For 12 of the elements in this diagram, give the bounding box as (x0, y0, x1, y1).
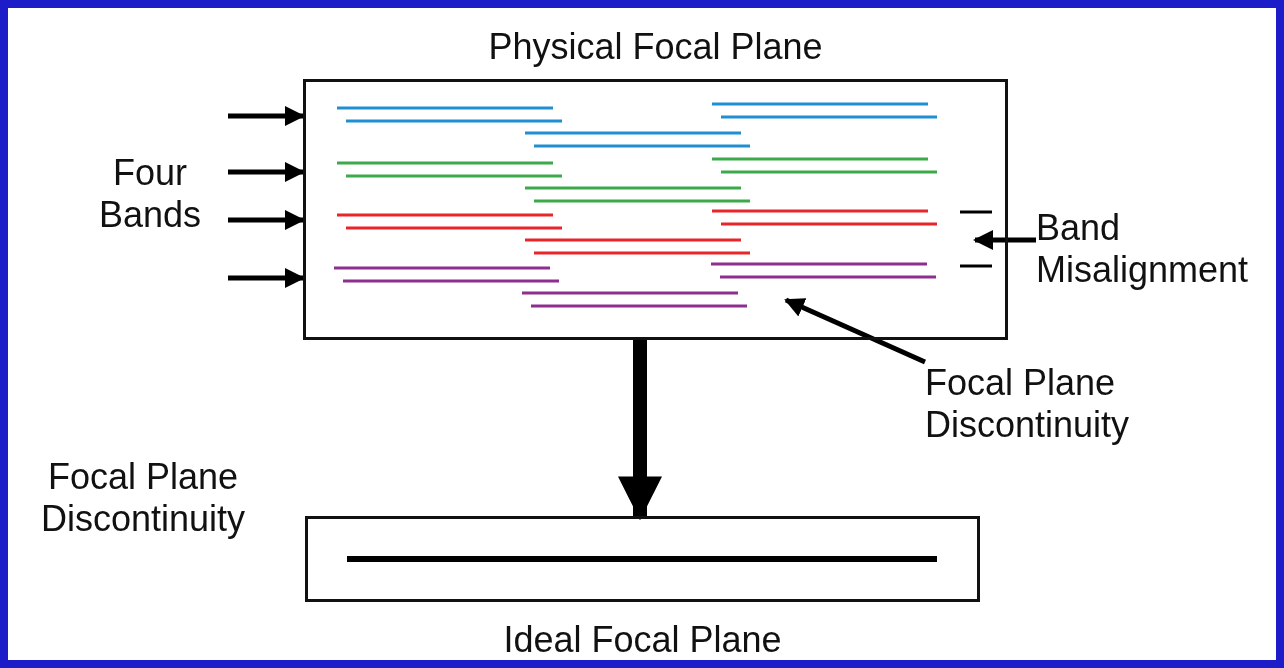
leader-arrow (784, 297, 926, 365)
pointer-arrow (228, 210, 305, 230)
box-title: Physical Focal Plane (487, 26, 824, 68)
pointer-arrow (228, 106, 305, 126)
side-label: Focal Plane Discontinuity (39, 456, 247, 540)
leader-arrow (973, 230, 1036, 250)
callout-text: Band Misalignment (1036, 207, 1282, 291)
callout-text: Focal Plane Discontinuity (925, 362, 1165, 446)
pointer-arrow (228, 268, 305, 288)
pointer-arrow (228, 162, 305, 182)
box-title: Ideal Focal Plane (502, 619, 783, 661)
side-label: Four Bands (97, 152, 203, 236)
